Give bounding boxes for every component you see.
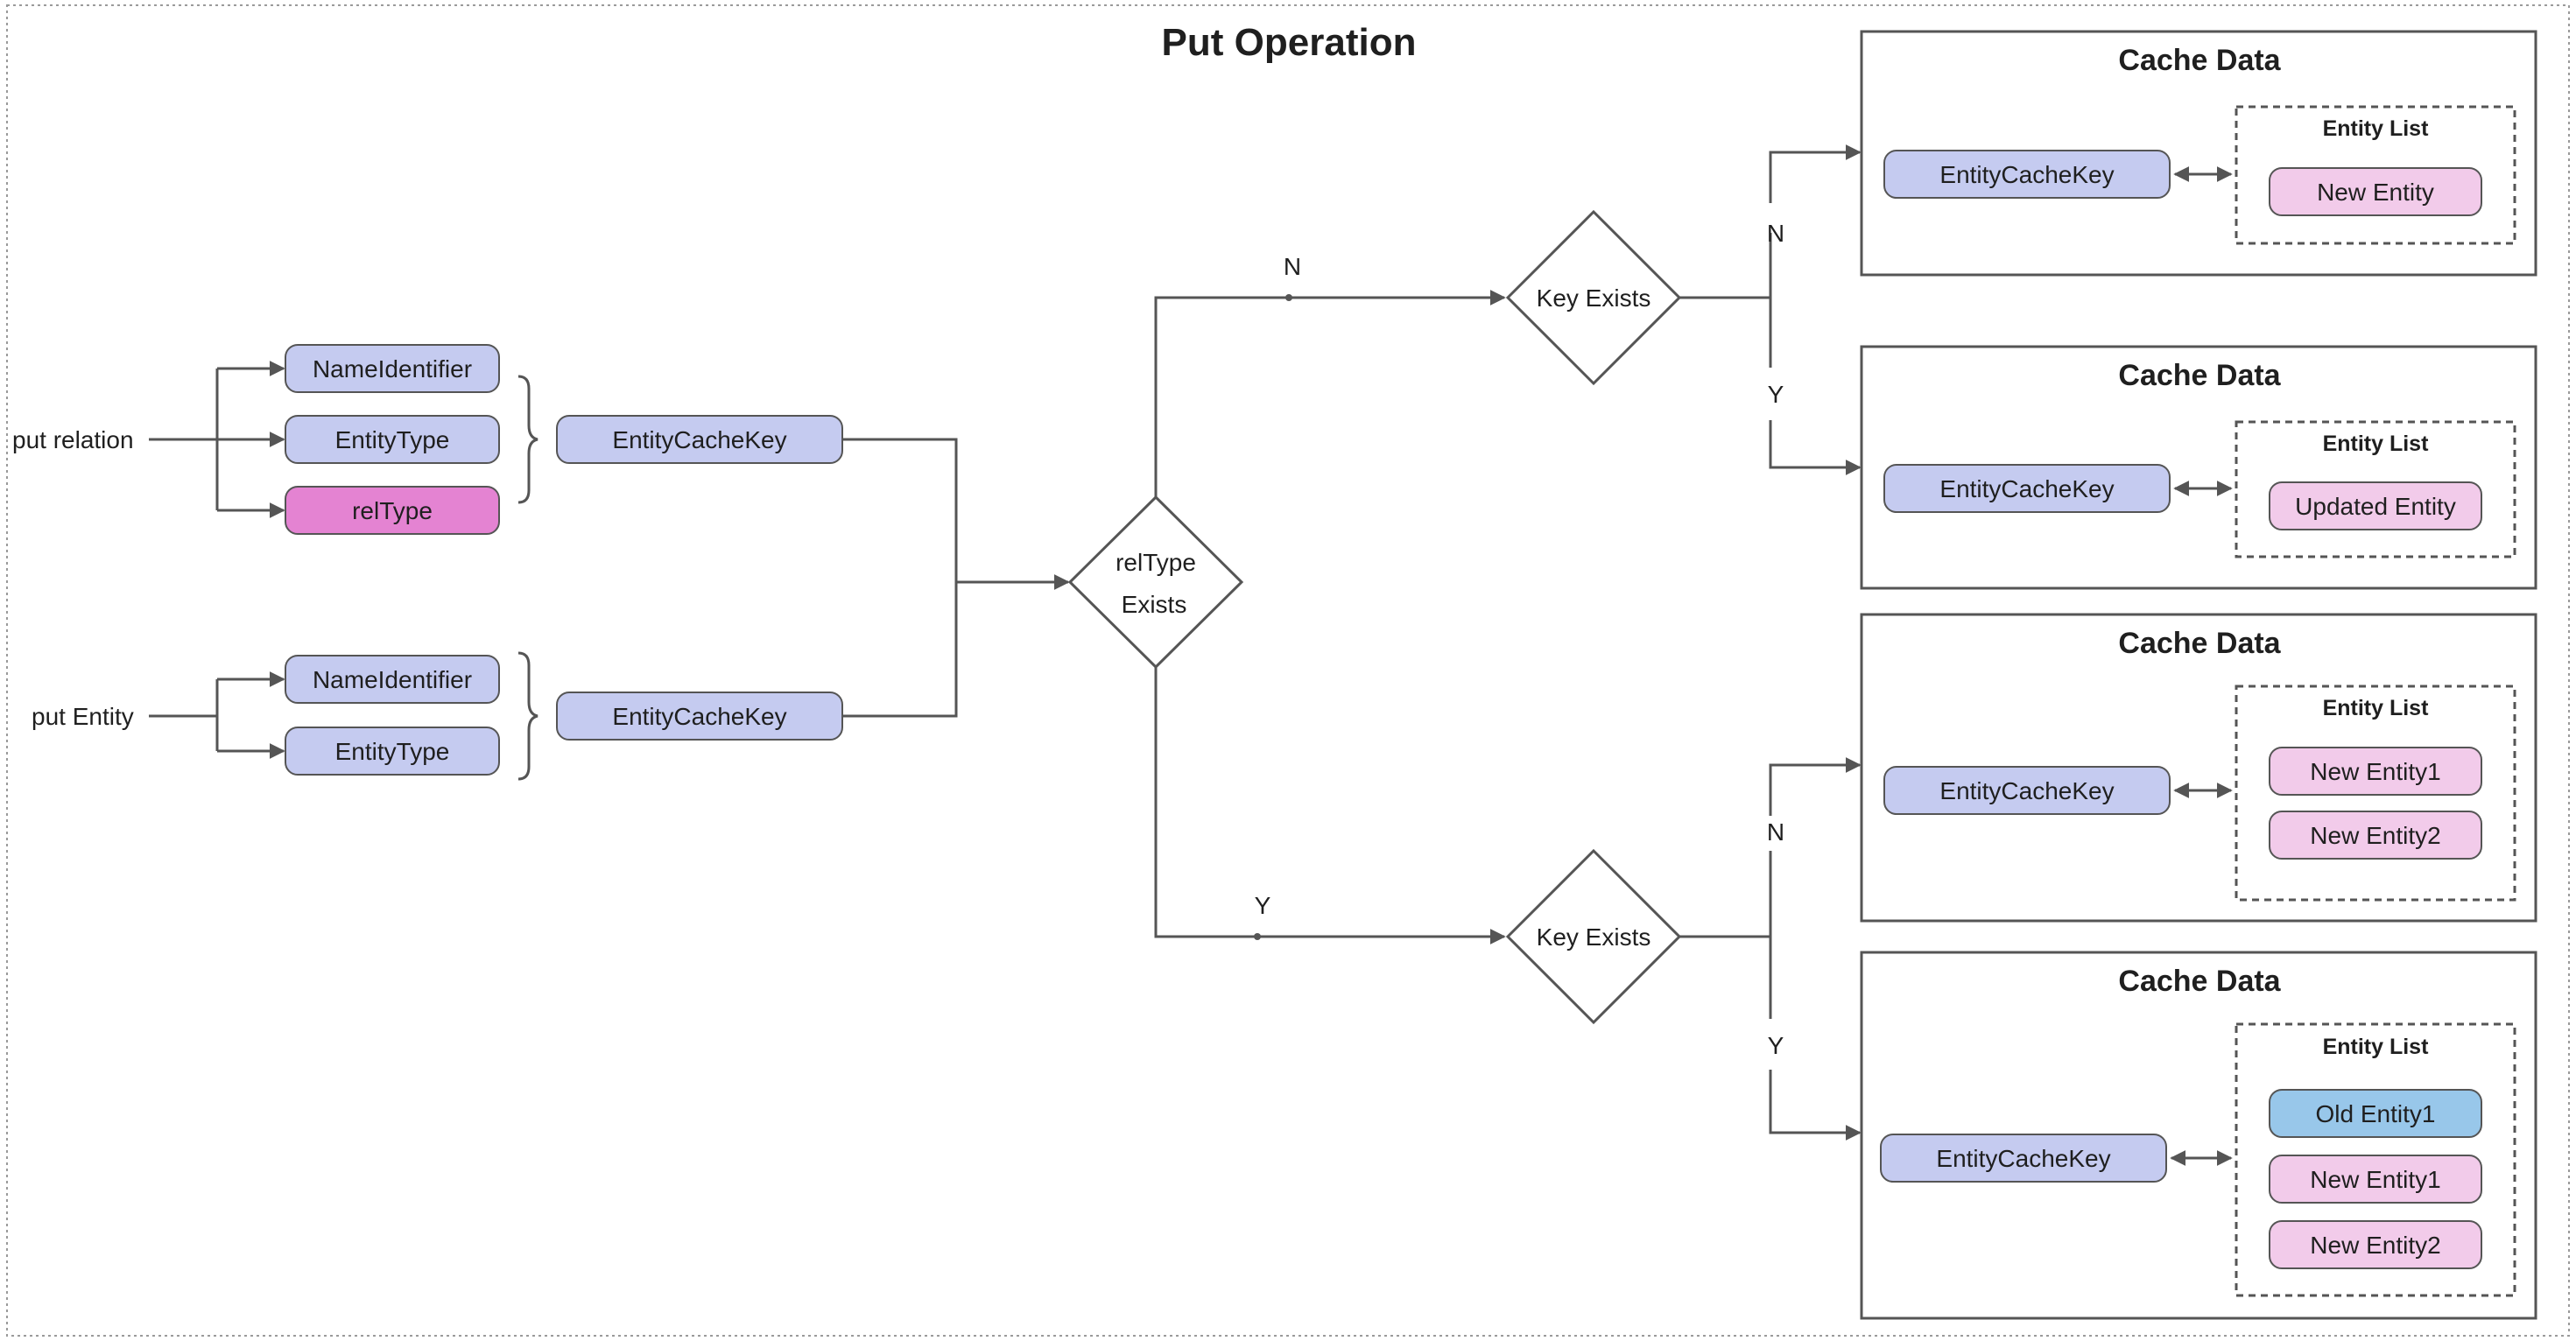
pill-entity-cache-key-entity: EntityCacheKey xyxy=(556,692,843,741)
cache-data-box-2: Cache Data EntityCacheKey Entity List Up… xyxy=(1860,345,2537,590)
pill-label: EntityCacheKey xyxy=(612,426,786,453)
decision-label: Key Exists xyxy=(1537,923,1651,951)
branch-label-n: N xyxy=(1284,253,1301,280)
entity-pill xyxy=(2269,167,2482,216)
pill-rel-type: relType xyxy=(285,486,500,535)
cache-data-box-1: Cache Data EntityCacheKey Entity List Ne… xyxy=(1860,30,2537,277)
entity-list-title: Entity List xyxy=(2323,116,2430,141)
pill-label: New Entity xyxy=(2317,179,2434,206)
entity-list-title: Entity List xyxy=(2323,1035,2430,1059)
put-relation-label: put relation xyxy=(12,426,134,453)
entity-pill-old xyxy=(2269,1089,2482,1138)
pill-label: New Entity2 xyxy=(2310,1232,2440,1259)
branch-label-y: Y xyxy=(1768,381,1784,408)
pill-label: EntityType xyxy=(335,738,450,765)
brace-relation xyxy=(517,375,538,504)
entity-pill xyxy=(2269,747,2482,796)
diagram-frame xyxy=(6,4,2570,1337)
entity-pill xyxy=(2269,811,2482,860)
decision-label-line2: Exists xyxy=(1122,591,1187,618)
pill-label: EntityCacheKey xyxy=(1936,1145,2110,1172)
pill-entity-type-1: EntityType xyxy=(285,415,500,464)
cache-data-box-3: Cache Data EntityCacheKey Entity List Ne… xyxy=(1860,613,2537,923)
cache-data-title: Cache Data xyxy=(2118,627,2281,660)
put-relation-connectors xyxy=(149,361,285,518)
cache-key-pill xyxy=(1883,766,2171,815)
entity-list-box xyxy=(2235,685,2516,902)
brace-entity xyxy=(517,651,538,781)
entity-pill xyxy=(2269,1220,2482,1269)
key-exists-top-branches xyxy=(1679,144,1862,475)
pill-label: New Entity1 xyxy=(2310,758,2440,785)
branch-n-top xyxy=(1154,290,1506,497)
entity-pill xyxy=(2269,481,2482,530)
decision-key-exists-top: Key Exists xyxy=(1505,209,1682,386)
cache-key-pill xyxy=(1880,1134,2167,1183)
key-exists-bottom-branches xyxy=(1679,757,1862,1141)
pill-label: Old Entity1 xyxy=(2316,1100,2436,1127)
pill-entity-cache-key-relation: EntityCacheKey xyxy=(556,415,843,464)
pill-label: New Entity1 xyxy=(2310,1166,2440,1193)
pill-label: EntityCacheKey xyxy=(1939,475,2114,502)
pill-label: NameIdentifier xyxy=(313,355,472,383)
cache-data-title: Cache Data xyxy=(2118,965,2281,998)
pill-label: relType xyxy=(352,497,433,524)
entity-pill xyxy=(2269,1155,2482,1204)
pill-label: EntityCacheKey xyxy=(1939,161,2114,188)
branch-dot xyxy=(1285,294,1292,301)
pill-entity-type-2: EntityType xyxy=(285,727,500,776)
cache-data-title: Cache Data xyxy=(2118,44,2281,77)
pill-label: EntityCacheKey xyxy=(612,703,786,730)
diagram-title: Put Operation xyxy=(1162,21,1417,64)
entity-list-box xyxy=(2235,1022,2516,1297)
pill-label: EntityCacheKey xyxy=(1939,777,2114,804)
cache-data-box-4: Cache Data EntityCacheKey Entity List Ol… xyxy=(1860,951,2537,1320)
pill-label: New Entity2 xyxy=(2310,822,2440,849)
branch-label-y: Y xyxy=(1768,1032,1784,1059)
branch-label-y: Y xyxy=(1255,892,1271,919)
decision-label-line1: relType xyxy=(1116,549,1196,576)
entity-list-box xyxy=(2235,105,2516,245)
pill-label: Updated Entity xyxy=(2295,493,2456,520)
pill-label: EntityType xyxy=(335,426,450,453)
entity-list-title: Entity List xyxy=(2323,432,2430,456)
decision-reltype-exists: relType Exists xyxy=(1067,495,1244,670)
merge-connectors xyxy=(842,438,1070,718)
decision-label: Key Exists xyxy=(1537,284,1651,312)
pill-name-identifier-1: NameIdentifier xyxy=(285,344,500,393)
cache-key-pill xyxy=(1883,150,2171,199)
branch-label-n: N xyxy=(1767,818,1784,846)
branch-y-bottom xyxy=(1154,667,1506,944)
cache-key-pill xyxy=(1883,464,2171,513)
put-entity-label: put Entity xyxy=(32,703,134,730)
entity-list-title: Entity List xyxy=(2323,696,2430,720)
branch-label-n: N xyxy=(1767,220,1784,247)
pill-name-identifier-2: NameIdentifier xyxy=(285,655,500,704)
put-entity-connectors xyxy=(149,671,285,759)
entity-list-box xyxy=(2235,420,2516,558)
cache-data-title: Cache Data xyxy=(2118,359,2281,392)
pill-label: NameIdentifier xyxy=(313,666,472,693)
decision-key-exists-bottom: Key Exists xyxy=(1505,848,1682,1025)
branch-dot xyxy=(1254,933,1261,940)
